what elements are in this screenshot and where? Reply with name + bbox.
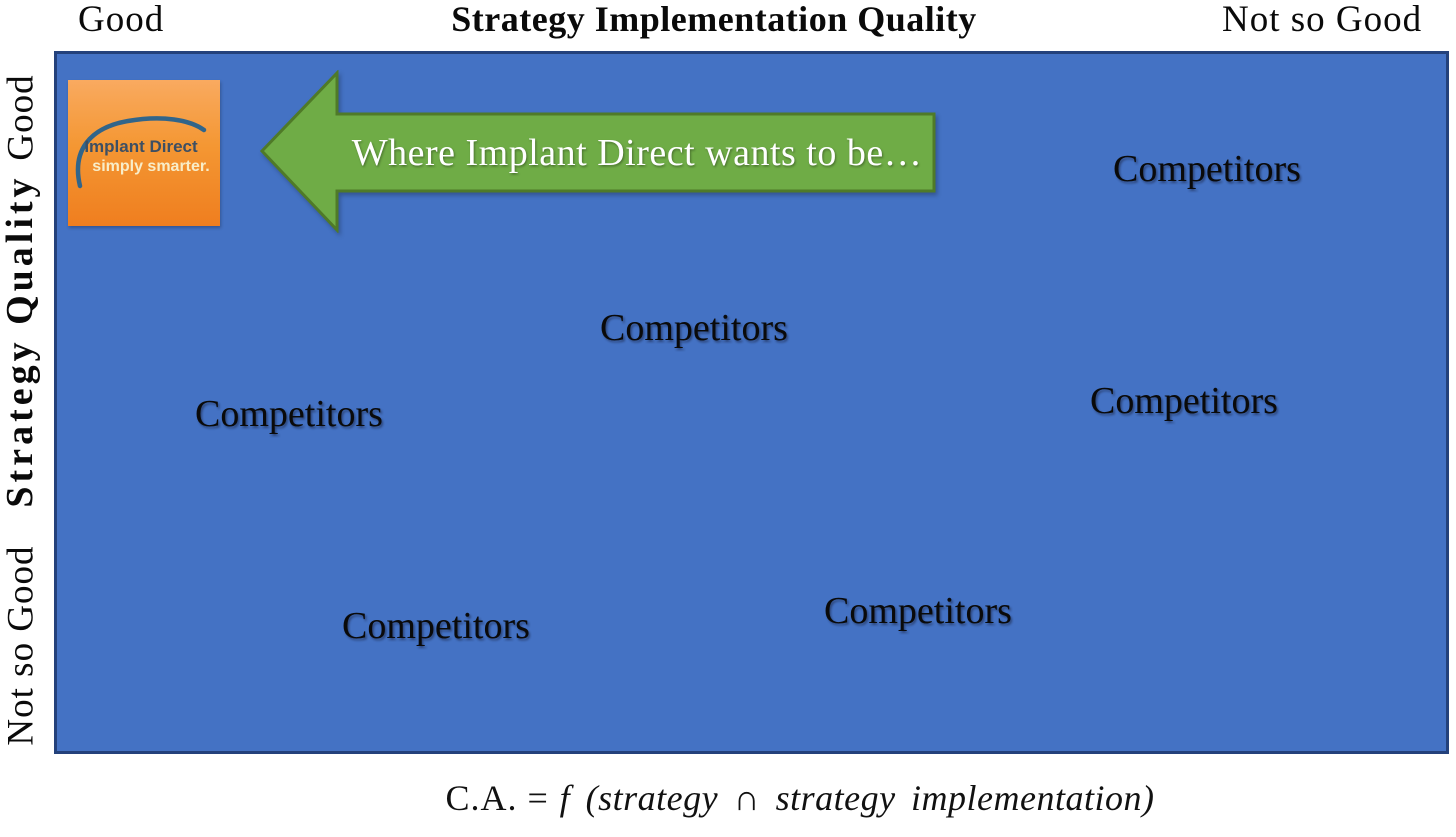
left-arrow-icon [259,70,936,233]
logo-swoosh-icon [75,116,207,189]
competitor-label-lower-center: Competitors [824,590,1012,632]
competitor-label-middle-left: Competitors [195,393,383,435]
competitor-label-middle-center: Competitors [600,307,788,349]
formula-lhs: C.A. = [445,778,549,818]
implant-direct-logo: Implant Direct simply smarter. [68,80,220,226]
competitor-label-lower-left: Competitors [342,605,530,647]
competitive-advantage-formula: C.A. =f (strategy ∩ strategy implementat… [300,778,1300,819]
top-axis-right-label: Not so Good [1222,0,1423,40]
competitor-label-upper-right: Competitors [1113,148,1301,190]
arrow-label: Where Implant Direct wants to be… [351,131,923,174]
logo-brand-text: Implant Direct [84,137,198,156]
left-axis-bottom-label: Not so Good [0,545,42,746]
top-axis-title: Strategy Implementation Quality [451,0,977,39]
top-axis-left-label: Good [78,0,165,40]
logo-tagline-text: simply smarter. [92,158,210,175]
formula-rhs: f (strategy ∩ strategy implementation) [559,778,1155,818]
competitor-label-middle-right: Competitors [1090,380,1278,422]
